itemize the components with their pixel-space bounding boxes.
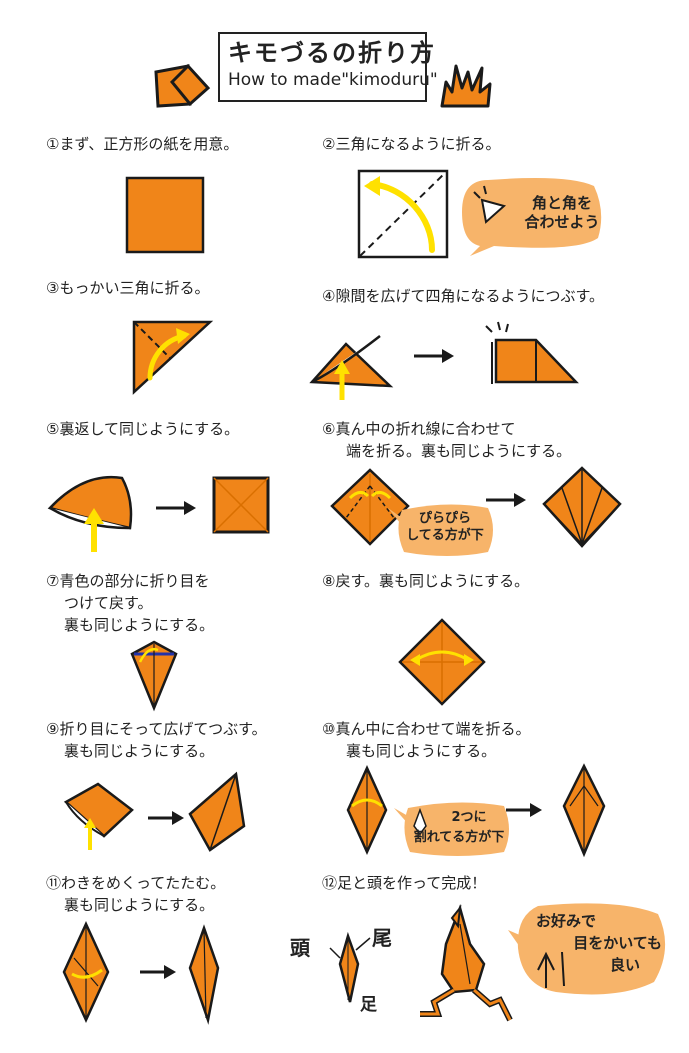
- step-5-arrow-icon: [156, 501, 196, 515]
- step-7-kite-figure: [130, 640, 178, 712]
- title-box: キモづるの折り方 How to made"kimoduru": [218, 32, 438, 102]
- step-12-crane-labeled-figure: [329, 931, 371, 1003]
- step-5-text: ⑤裏返して同じようにする。: [46, 420, 240, 438]
- step-1-square-figure: [125, 176, 205, 254]
- label-tail: 尾: [372, 926, 392, 950]
- step-9-text: ⑨折り目にそって広げてつぶす。 裏も同じようにする。: [46, 720, 267, 760]
- step-11-kite-figure: [62, 920, 110, 1024]
- step-4-open-figure: [309, 335, 394, 400]
- step-3-triangle-figure: [132, 320, 214, 395]
- step-1-text: ①まず、正方形の紙を用意。: [46, 135, 239, 153]
- step-11-text: ⑪わきをめくってたたむ。 裏も同じようにする。: [46, 874, 226, 914]
- title-english: How to made"kimoduru": [228, 70, 438, 90]
- label-leg: 足: [360, 995, 377, 1015]
- final-speech-bubble: お好みで 目をかいても 良い: [508, 896, 672, 998]
- step-9-arrow-icon: [148, 811, 184, 825]
- step-5-open-figure: [47, 475, 133, 552]
- step-2-speech-bubble: 角と角を 合わせよう: [458, 172, 606, 256]
- step-2-text: ②三角になるように折る。: [322, 135, 501, 153]
- step-4-arrow-icon: [414, 349, 454, 363]
- step-6-result-figure: [542, 466, 622, 548]
- step-7-text: ⑦青色の部分に折り目を つけて戻す。 裏も同じようにする。: [46, 572, 215, 634]
- step-10-result-figure: [562, 763, 606, 858]
- title-paper-icon: [154, 63, 211, 108]
- step-10-bubble-text: 2つに 割れてる方が下: [413, 810, 505, 845]
- final-bubble-text: お好みで 目をかいても 良い: [536, 912, 662, 974]
- step-6-text: ⑥真ん中の折れ線に合わせて 端を折る。裏も同じようにする。: [322, 420, 572, 460]
- step-3-text: ③もっかい三角に折る。: [46, 279, 210, 297]
- step-2-bubble-text: 角と角を 合わせよう: [524, 194, 600, 231]
- step-10-speech-bubble: 2つに 割れてる方が下: [394, 796, 514, 862]
- step-10-text: ⑩真ん中に合わせて端を折る。 裏も同じようにする。: [322, 720, 531, 760]
- step-11-result-figure: [188, 924, 220, 1025]
- step-4-result-figure: [485, 321, 579, 384]
- step-8-diamond-figure: [398, 618, 486, 706]
- step-6-speech-bubble: ぴらぴら してる方が下: [388, 500, 498, 560]
- step-11-arrow-icon: [140, 965, 176, 979]
- step-10-kite-figure: [346, 764, 388, 856]
- step-9-open-figure: [63, 782, 134, 850]
- step-4-text: ④隙間を広げて四角になるようにつぶす。: [322, 287, 604, 305]
- step-9-result-figure: [188, 771, 246, 852]
- title-japanese: キモづるの折り方: [228, 39, 436, 67]
- title-crane-icon: [440, 64, 492, 108]
- step-10-arrow-icon: [506, 803, 542, 817]
- step-5-result-figure: [212, 476, 270, 534]
- step-12-text: ⑫足と頭を作って完成！: [322, 874, 487, 892]
- step-6-bubble-text: ぴらぴら してる方が下: [406, 511, 484, 543]
- step-6-diamond-figure: [330, 468, 410, 546]
- step-6-arrow-icon: [486, 493, 526, 507]
- step-8-text: ⑧戻す。裏も同じようにする。: [322, 572, 530, 590]
- step-12-finished-crane-figure: [420, 904, 513, 1022]
- step-2-fold-figure: [357, 169, 449, 259]
- label-head: 頭: [290, 936, 310, 960]
